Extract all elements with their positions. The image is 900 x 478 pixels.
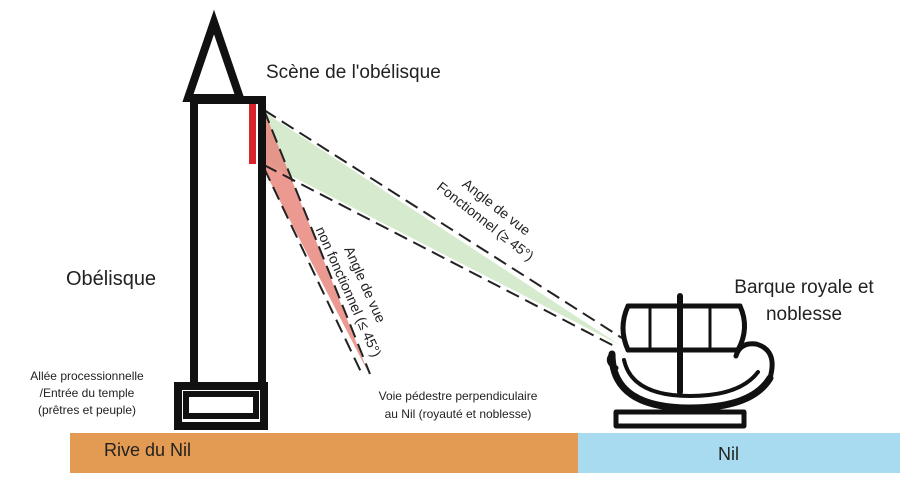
allee-line3: (prêtres et peuple) <box>37 403 137 417</box>
obelisk-icon <box>174 9 268 430</box>
barque-label-line1: Barque royale et <box>734 277 874 298</box>
scene-title-label: Scène de l'obélisque <box>266 62 441 83</box>
voie-line1: Voie pédestre perpendiculaire <box>378 389 538 403</box>
royal-barque-icon <box>606 293 775 429</box>
obelisk-scene-marker <box>249 104 256 164</box>
barque-label-line2: noblesse <box>765 304 843 325</box>
nonfunctional-sight-line-inner <box>263 167 363 375</box>
functional-viewing-cone <box>264 112 620 345</box>
nile-bank-ground <box>70 433 578 473</box>
obelisk-label: Obélisque <box>66 268 157 290</box>
voie-line2: au Nil (royauté et noblesse) <box>384 407 532 421</box>
barque-label: Barque royale et noblesse <box>714 274 894 328</box>
allee-line1: Allée processionnelle <box>30 369 144 383</box>
allee-line2: /Entrée du temple <box>39 386 135 400</box>
nile-water-ground <box>578 433 900 473</box>
processional-alley-label: Allée processionnelle /Entrée du temple … <box>4 368 170 419</box>
nile-bank-label: Rive du Nil <box>104 440 192 460</box>
sight-lines <box>263 109 623 375</box>
nile-label: Nil <box>718 444 739 464</box>
functional-sight-line-top <box>263 109 623 339</box>
pedestrian-way-label: Voie pédestre perpendiculaire au Nil (ro… <box>340 387 576 423</box>
functional-sight-line-bottom <box>263 164 619 349</box>
nonfunctional-sight-line-outer <box>263 109 371 375</box>
